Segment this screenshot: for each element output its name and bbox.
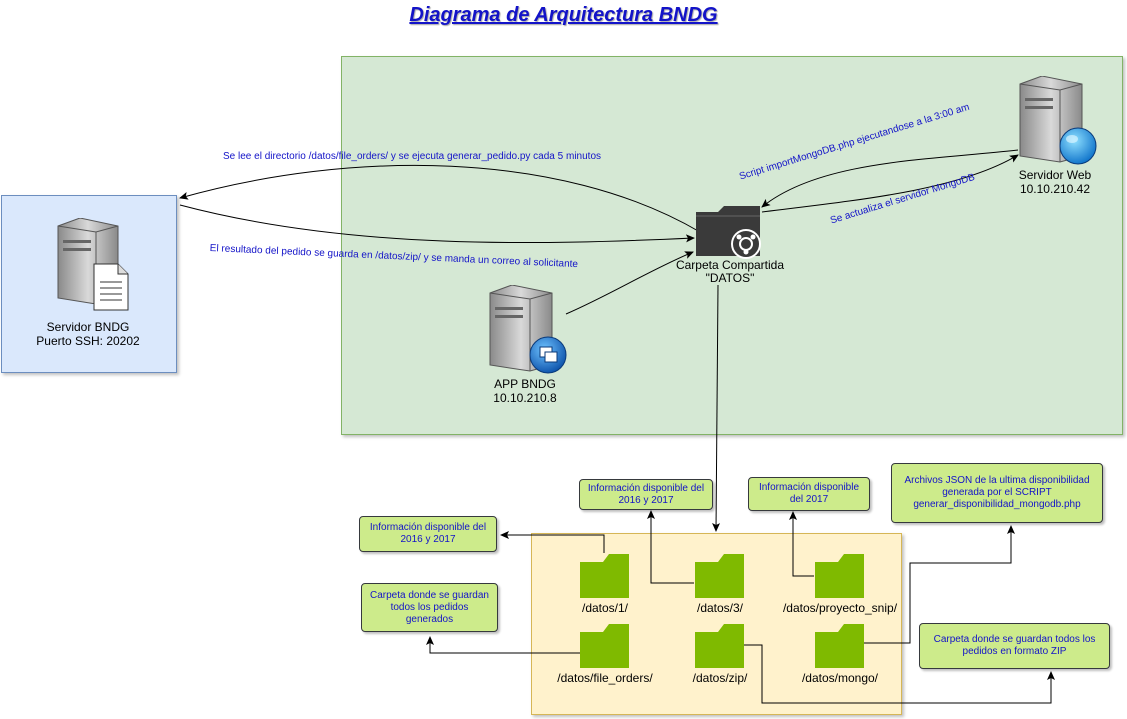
folder-datos-1: /datos/1/ [581, 601, 629, 615]
folder-icon [815, 554, 864, 598]
app-bndg-server-icon [489, 285, 567, 374]
edge-datos1-note [500, 531, 605, 553]
edge-snip-note [789, 511, 814, 577]
app-bndg-detail: 10.10.210.8 [493, 391, 557, 405]
note-json-files: Archivos JSON de la ultima disponibilida… [891, 463, 1103, 523]
folder-file-orders: /datos/file_orders/ [557, 671, 653, 685]
edge-resultado [179, 204, 695, 244]
note-info-2016-2017-top: Información disponible del 2016 y 2017 [579, 479, 713, 510]
servidor-bndg-node [52, 218, 132, 311]
servidor-bndg-detail: Puerto SSH: 20202 [36, 334, 140, 348]
folder-datos-3: /datos/3/ [696, 601, 744, 615]
folder-mongo: /datos/mongo/ [801, 671, 879, 685]
servidor-web-name: Servidor Web [1018, 168, 1092, 182]
note-info-2017: Información disponible del 2017 [748, 477, 870, 511]
folder-icon [580, 624, 629, 668]
edge-label-lee-directorio: Se lee el directorio /datos/file_orders/… [223, 151, 602, 162]
edge-zip-note [744, 644, 1055, 704]
edge-lee-directorio [179, 164, 701, 233]
edge-carpeta-folders [712, 284, 721, 532]
servidor-bndg-name: Servidor BNDG [46, 320, 130, 334]
note-pedidos-generados: Carpeta donde se guardan todos los pedid… [361, 583, 498, 632]
note-pedidos-zip: Carpeta donde se guardan todos los pedid… [919, 623, 1110, 669]
shared-folder-icon [696, 206, 761, 259]
folder-icon [695, 554, 744, 598]
carpeta-name: Carpeta Compartida [675, 258, 785, 272]
folder-icon [695, 624, 744, 668]
servidor-web-detail: 10.10.210.42 [1019, 182, 1091, 196]
edge-datos3-note [647, 510, 694, 584]
folder-icon [580, 554, 629, 598]
folder-zip: /datos/zip/ [692, 671, 748, 685]
servidor-web-icon [1019, 76, 1097, 165]
edge-mongo-note [864, 525, 1015, 644]
app-bndg-name: APP BNDG [494, 377, 556, 391]
note-info-2016-2017-left: Información disponible del 2016 y 2017 [359, 516, 497, 552]
page-title: Diagrama de Arquitectura BNDG [409, 4, 718, 26]
edge-app-carpeta [565, 251, 694, 315]
folder-proyecto-snip: /datos/proyecto_snip/ [782, 601, 898, 615]
edge-script-import [761, 149, 1019, 208]
edge-actualiza [761, 154, 1019, 213]
edge-fileorders-note [426, 636, 580, 654]
carpeta-detail: "DATOS" [705, 271, 755, 285]
folder-icon [815, 624, 864, 668]
document-icon [93, 263, 129, 311]
